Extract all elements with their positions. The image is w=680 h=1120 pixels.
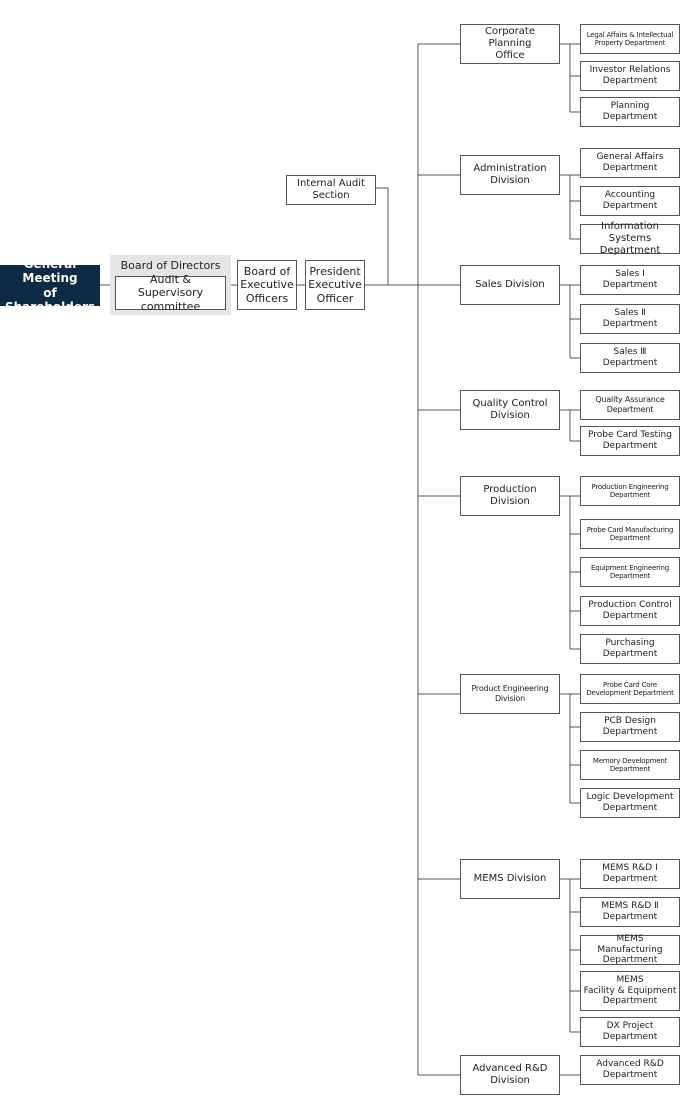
division-box: Product Engineering Division [460, 674, 560, 714]
department-box: Sales Ⅲ Department [580, 343, 680, 373]
general-meeting-of-shareholders: General Meeting of Shareholders [0, 257, 100, 314]
department-box: Quality Assurance Department [580, 390, 680, 420]
department-box: Probe Card Core Development Department [580, 674, 680, 704]
department-box: Logic Development Department [580, 788, 680, 818]
department-box: MEMS Manufacturing Department [580, 934, 680, 965]
board-of-executive-officers: Board of Executive Officers [237, 260, 297, 310]
audit-supervisory-committee: Audit & Supervisory committee [115, 273, 226, 313]
board-of-directors-title: Board of Directors [120, 259, 221, 272]
department-box: Investor Relations Department [580, 61, 680, 91]
president-executive-officer: President Executive Officer [305, 260, 365, 310]
division-box: Corporate Planning Office [460, 24, 560, 64]
department-box: Planning Department [580, 97, 680, 127]
department-box: Probe Card Manufacturing Department [580, 519, 680, 549]
department-box: Production Engineering Department [580, 476, 680, 506]
division-box: Production Division [460, 476, 560, 516]
department-box: MEMS R&D Ⅰ Department [580, 859, 680, 889]
department-box: Advanced R&D Department [580, 1055, 680, 1085]
department-box: Production Control Department [580, 596, 680, 626]
department-box: Probe Card Testing Department [580, 426, 680, 456]
department-box: Memory Development Department [580, 750, 680, 780]
department-box: PCB Design Department [580, 712, 680, 742]
division-box: MEMS Division [460, 859, 560, 899]
department-box: Sales Ⅰ Department [580, 265, 680, 295]
division-box: Sales Division [460, 265, 560, 305]
department-box: Sales Ⅱ Department [580, 304, 680, 334]
department-box: Accounting Department [580, 186, 680, 216]
division-box: Quality Control Division [460, 390, 560, 430]
division-box: Advanced R&D Division [460, 1055, 560, 1095]
department-box: Equipment Engineering Department [580, 557, 680, 587]
department-box: MEMS R&D Ⅱ Department [580, 897, 680, 927]
internal-audit-section: Internal Audit Section [286, 175, 376, 205]
department-box: Purchasing Department [580, 634, 680, 664]
division-box: Administration Division [460, 155, 560, 195]
department-box: MEMS Facility & Equipment Department [580, 971, 680, 1011]
department-box: DX Project Department [580, 1017, 680, 1047]
department-box: Information Systems Department [580, 221, 680, 256]
department-box: General Affairs Department [580, 148, 680, 178]
department-box: Legal Affairs & Intellectual Property De… [580, 24, 680, 54]
